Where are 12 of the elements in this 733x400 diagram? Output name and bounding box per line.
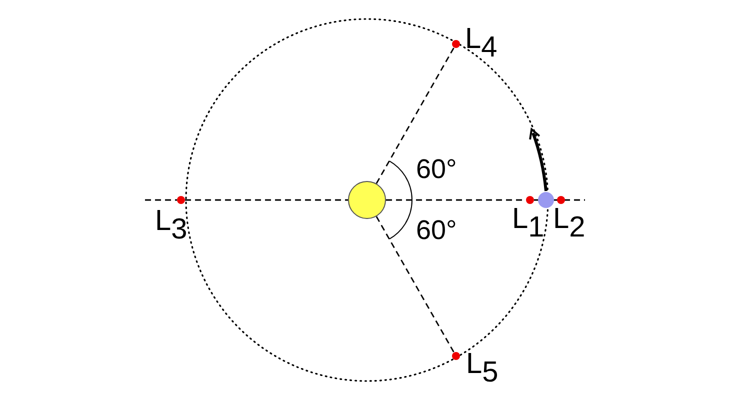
dashed-line: [185, 199, 348, 201]
lagrange-point: [452, 40, 460, 48]
lagrange-point: [177, 196, 185, 204]
dashed-line: [376, 47, 455, 184]
lagrange-point: [452, 352, 460, 360]
angle-label: 60°: [416, 217, 457, 244]
planet-circle: [538, 192, 554, 208]
angle-label: 60°: [416, 156, 457, 183]
dashed-line: [376, 216, 455, 353]
sun-circle: [348, 181, 386, 219]
lagrange-point: [557, 196, 565, 204]
lagrange-point: [526, 196, 534, 204]
